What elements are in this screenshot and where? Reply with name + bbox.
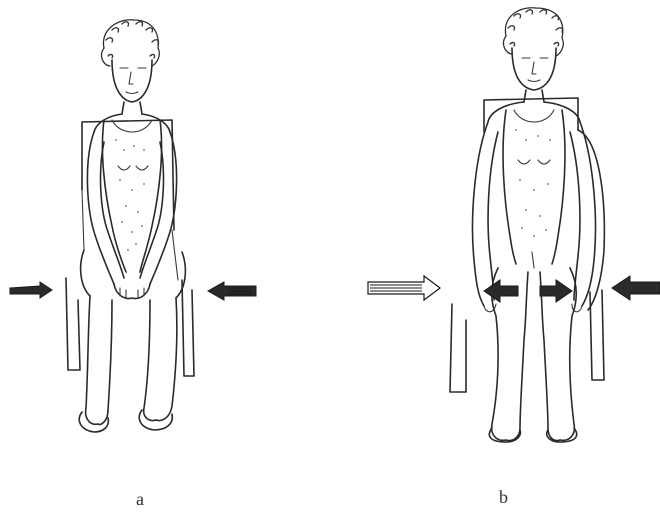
panel-a-texture (115, 139, 145, 251)
panel-b-torso (503, 110, 565, 268)
panel-b-knee-arrow-left (484, 280, 518, 302)
panel-b-arrow-left (368, 276, 440, 300)
panel-b-arrow-right (612, 276, 660, 300)
panel-a-torso (102, 120, 161, 272)
panel-a-arrow-right (208, 282, 256, 300)
panel-a-figure (10, 20, 256, 432)
panel-a-face (112, 60, 152, 102)
panel-a-arrow-left (10, 282, 52, 298)
panel-b-figure (368, 8, 660, 442)
panel-a-legs (79, 250, 185, 432)
panel-a-chair (66, 120, 194, 376)
panel-b-face (512, 48, 556, 90)
panel-b-knee-arrow-right (540, 280, 572, 302)
panel-a-arms (87, 132, 176, 298)
panel-a-hair (102, 20, 160, 66)
panel-b-arms (473, 122, 596, 312)
panel-b-label: b (499, 488, 508, 506)
panel-b-texture (515, 129, 551, 237)
panel-a-label: a (136, 490, 144, 508)
